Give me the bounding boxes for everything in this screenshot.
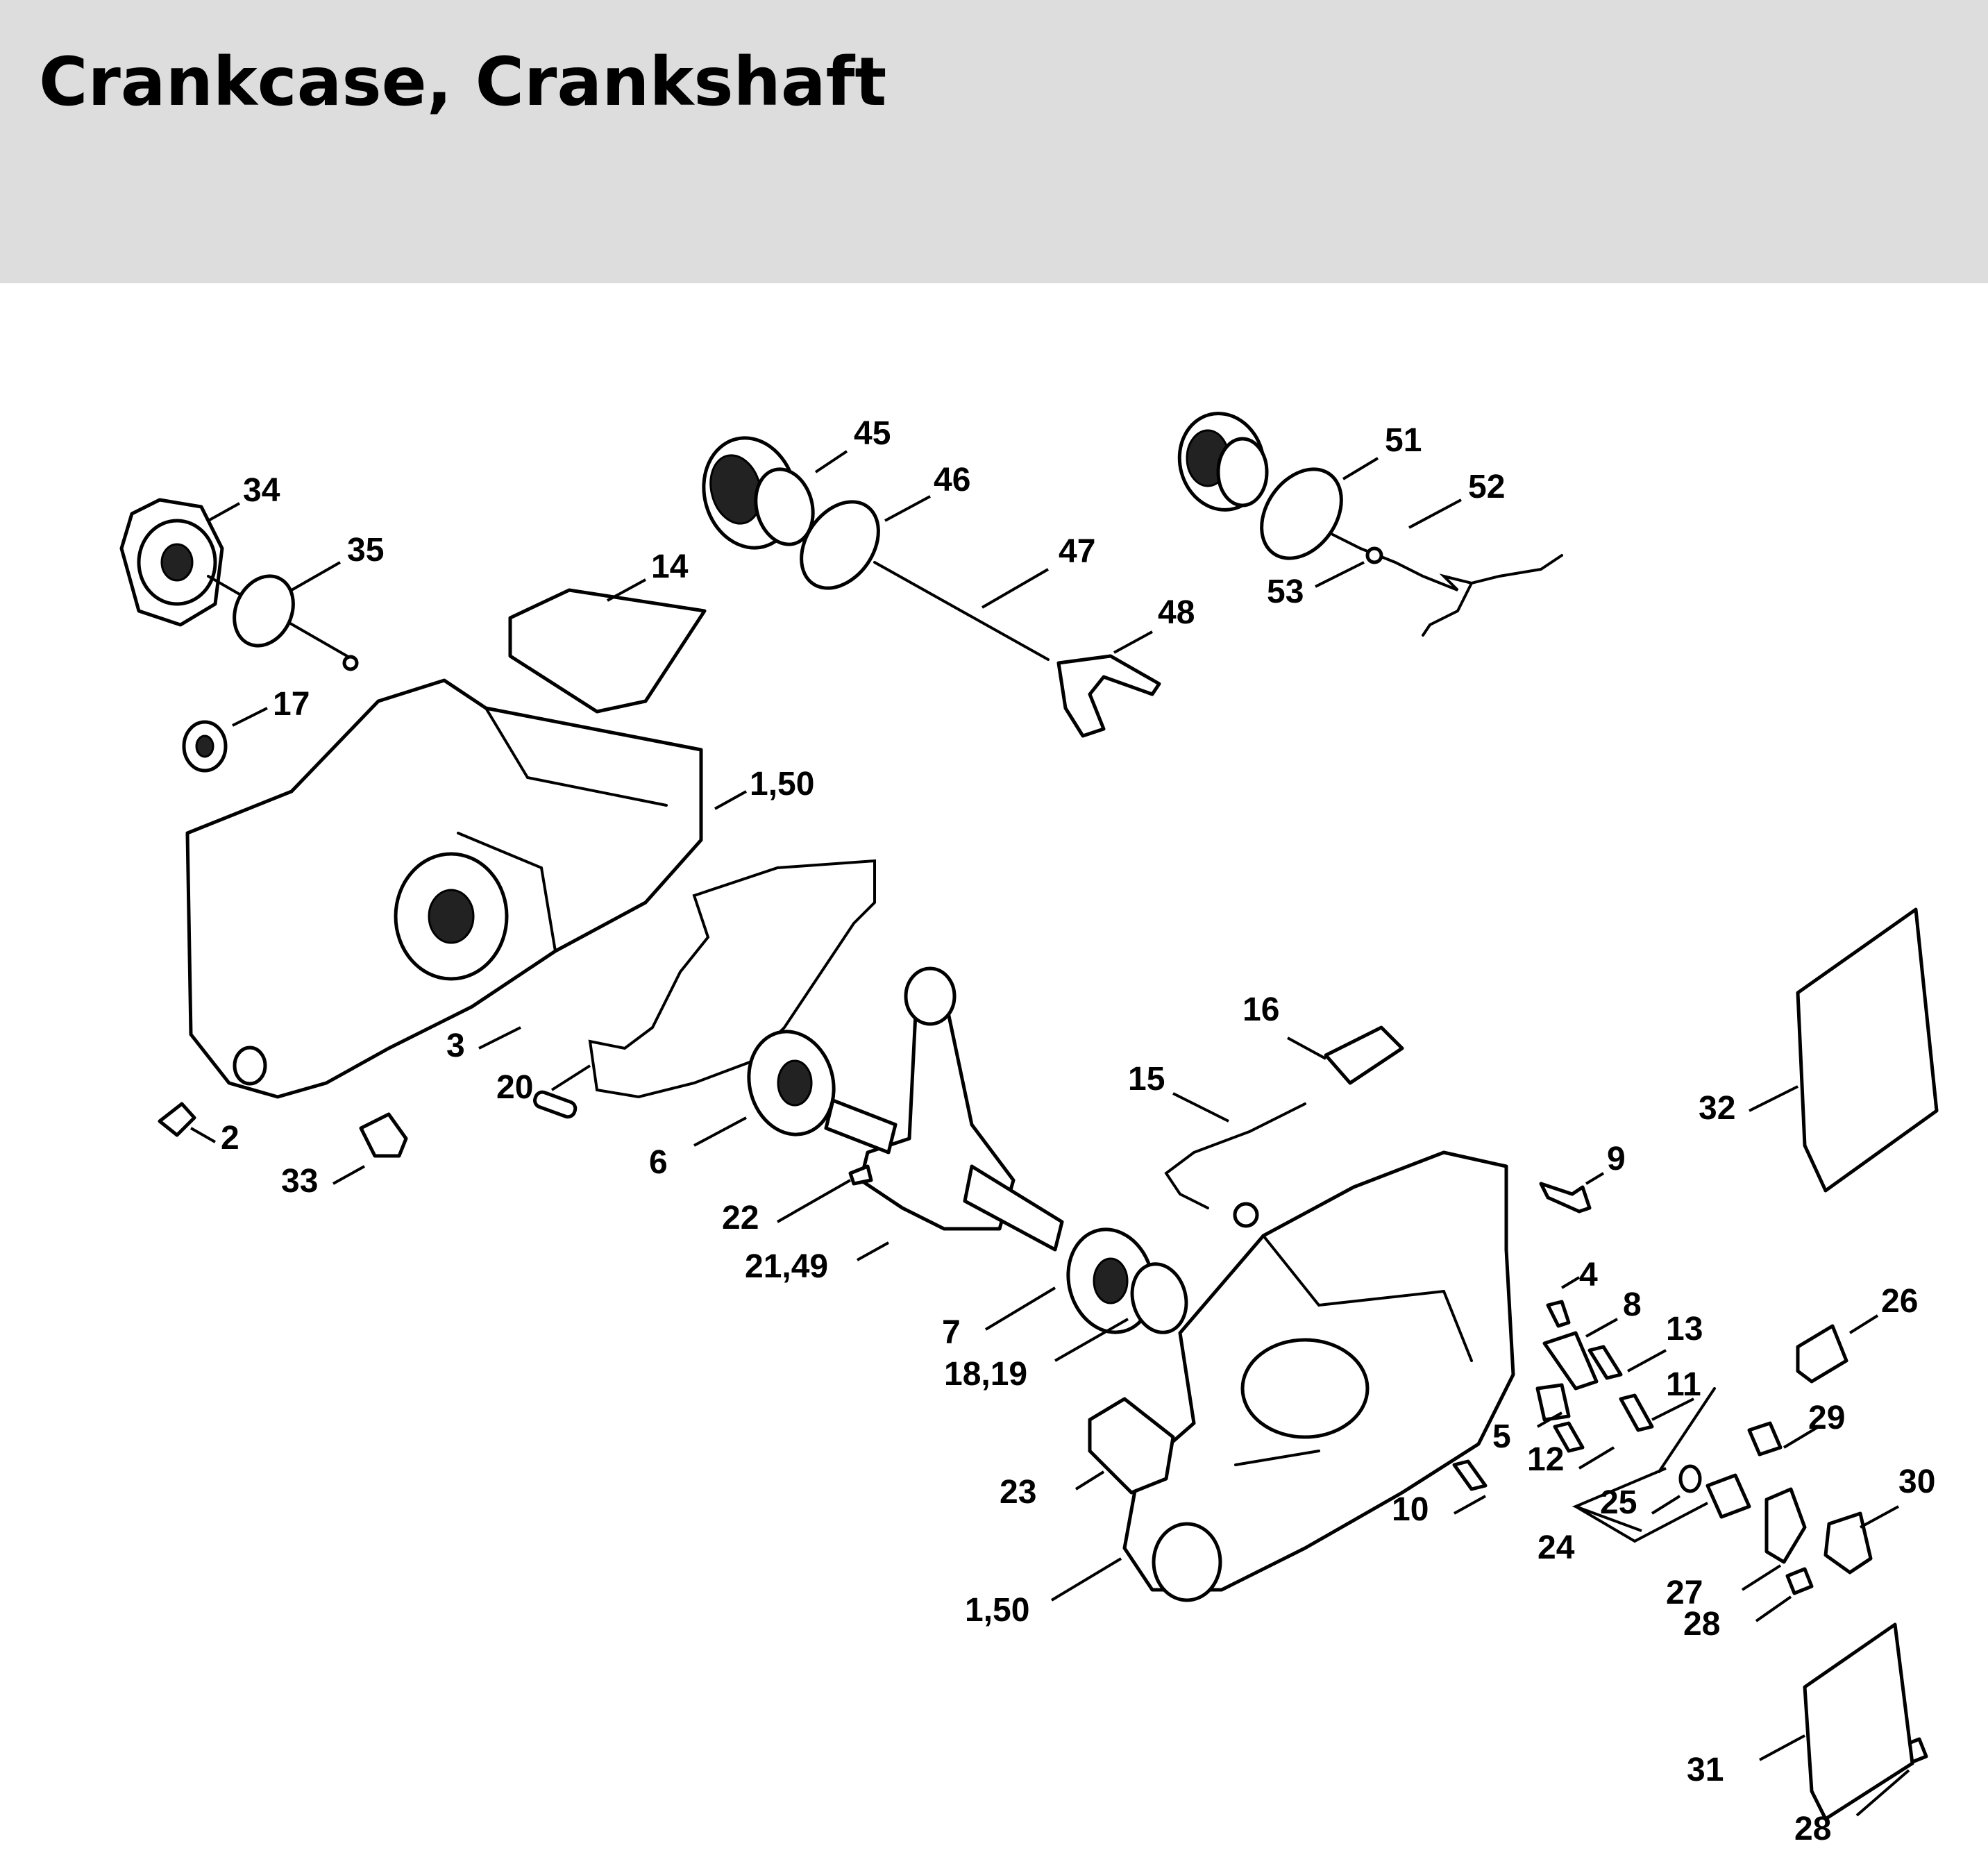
gear-part	[1705, 1473, 1751, 1519]
callout-26: 26	[1881, 1283, 1918, 1320]
callout-13: 13	[1666, 1311, 1703, 1348]
sprocket-part	[1177, 412, 1269, 512]
callout-35: 35	[347, 532, 384, 569]
callout-46: 46	[934, 462, 970, 498]
callout-22: 22	[722, 1200, 759, 1236]
callout-20: 20	[496, 1069, 533, 1106]
callout-15: 15	[1128, 1061, 1165, 1098]
callout-17: 17	[273, 686, 310, 723]
adjusting-screw-part	[1658, 1387, 1716, 1473]
clutch-drum-part	[702, 436, 815, 550]
callout-3: 3	[446, 1027, 465, 1064]
callout-4: 4	[1579, 1257, 1598, 1293]
callout-53: 53	[1267, 573, 1304, 610]
oil-seal-part	[182, 720, 228, 773]
gasket-part	[588, 859, 876, 1099]
callout-18-19: 18,19	[944, 1356, 1027, 1393]
callout-25: 25	[1600, 1484, 1637, 1521]
callout-8: 8	[1623, 1286, 1642, 1323]
rod-part	[873, 561, 1050, 661]
pin-12-part	[1553, 1421, 1585, 1453]
bearing-part	[747, 1030, 836, 1136]
guard-plate-part	[1796, 907, 1939, 1193]
baffle-plate-part	[508, 588, 707, 714]
callout-2: 2	[221, 1120, 239, 1157]
callout-24: 24	[1538, 1529, 1575, 1566]
bearing-2-part	[1066, 1227, 1155, 1334]
o-ring-part	[233, 574, 295, 648]
callout-1-50-right: 1,50	[965, 1592, 1029, 1629]
crankcase-left-part	[185, 678, 703, 1099]
callout-51: 51	[1385, 422, 1422, 459]
screw-4-part	[1546, 1300, 1571, 1328]
callout-6: 6	[649, 1144, 668, 1181]
callout-52: 52	[1468, 469, 1505, 505]
callout-33: 33	[281, 1163, 318, 1200]
oil-hose-part	[1164, 1102, 1306, 1209]
seal-part	[1130, 1262, 1188, 1334]
callout-29: 29	[1808, 1400, 1845, 1436]
lever-part	[1056, 654, 1161, 738]
leader-lines	[190, 450, 1910, 1817]
pin-13-part	[1587, 1345, 1623, 1380]
screw-2-part	[158, 1102, 196, 1137]
stud-part	[1542, 1331, 1599, 1391]
washer-25-part	[1678, 1464, 1702, 1493]
callout-30: 30	[1898, 1463, 1935, 1500]
header-bar: Crankcase, Crankshaft	[0, 0, 1988, 283]
page-title: Crankcase, Crankshaft	[39, 43, 887, 121]
callout-34: 34	[243, 472, 280, 509]
screw-53-part	[1365, 546, 1383, 564]
callout-16: 16	[1242, 991, 1279, 1028]
pin-10-part	[1452, 1459, 1488, 1491]
washer-2-part	[1260, 467, 1343, 560]
nut-part	[1747, 1421, 1783, 1457]
crankshaft-part	[824, 966, 1064, 1252]
callout-45: 45	[854, 415, 891, 452]
callout-47: 47	[1059, 533, 1095, 570]
key-part	[848, 1164, 873, 1186]
oil-pump-part	[119, 498, 359, 671]
clip-part	[1796, 1324, 1848, 1384]
callout-28-upper: 28	[1683, 1606, 1720, 1643]
chain-catcher-part	[1823, 1511, 1873, 1575]
bumper-part	[1088, 1397, 1175, 1495]
callout-14: 14	[651, 548, 689, 585]
plate-part	[1764, 1487, 1807, 1564]
callout-12: 12	[1527, 1441, 1564, 1478]
callout-11: 11	[1666, 1366, 1701, 1403]
callout-32: 32	[1699, 1090, 1735, 1127]
hose-end-part	[1233, 1202, 1259, 1228]
chain-guard-part	[1803, 1622, 1914, 1821]
callout-28-lower: 28	[1794, 1811, 1831, 1847]
plug-part	[359, 1112, 408, 1158]
callout-31: 31	[1687, 1752, 1724, 1788]
washer-part	[800, 500, 880, 590]
screw-28-part	[1785, 1567, 1814, 1595]
callout-9: 9	[1607, 1141, 1626, 1177]
callout-21-49: 21,49	[745, 1248, 828, 1285]
callout-7: 7	[942, 1314, 961, 1351]
screw-9-part	[1539, 1182, 1592, 1214]
callout-27: 27	[1666, 1575, 1703, 1611]
pin-11-part	[1619, 1393, 1654, 1432]
callout-5: 5	[1492, 1418, 1511, 1455]
callout-23: 23	[1000, 1474, 1036, 1511]
spring-part	[1331, 533, 1563, 637]
callout-1-50-left: 1,50	[750, 766, 814, 803]
crankcase-right-part	[1122, 1150, 1515, 1602]
callout-48: 48	[1158, 594, 1195, 631]
callout-10: 10	[1392, 1491, 1429, 1528]
oil-filter-part	[1324, 1025, 1404, 1085]
sleeve-part	[1535, 1383, 1571, 1422]
pin-part	[533, 1090, 578, 1119]
